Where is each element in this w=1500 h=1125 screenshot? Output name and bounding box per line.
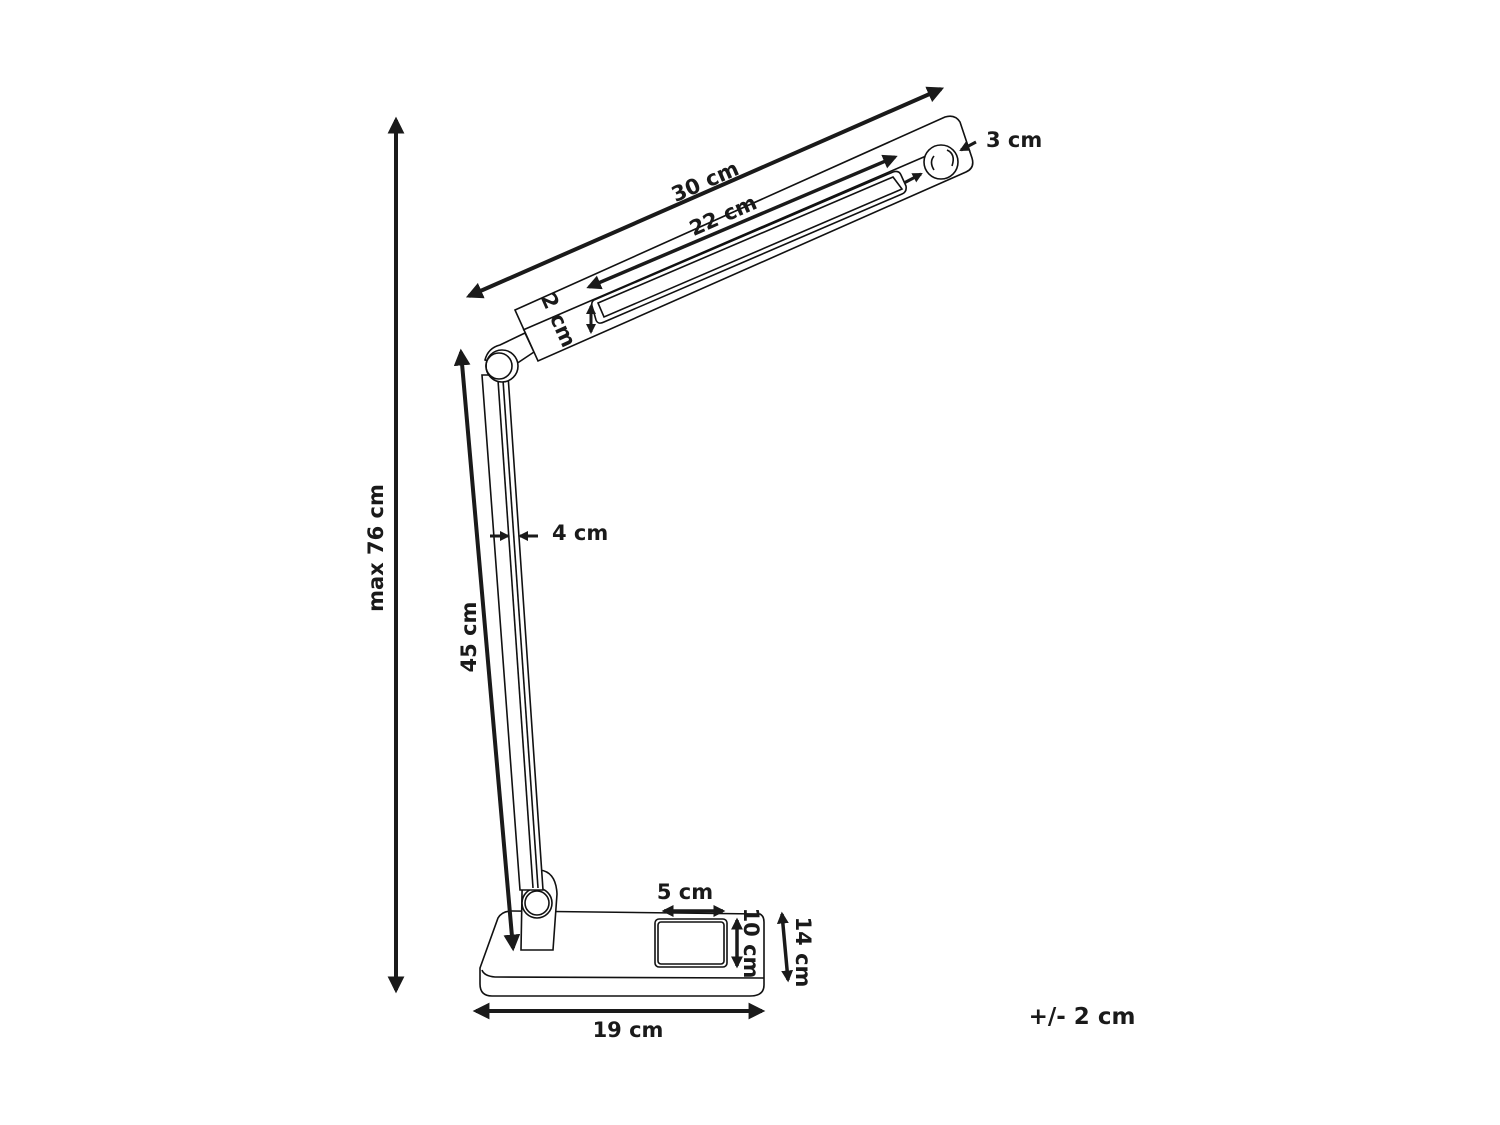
knob-size-label: 3 cm	[986, 128, 1042, 152]
base-depth-dimension: 14 cm	[776, 911, 815, 988]
upper-hinge	[485, 349, 519, 383]
lamp-arm	[481, 374, 544, 891]
total-height-dimension: max 76 cm	[364, 116, 405, 994]
pad-width-label: 5 cm	[657, 880, 713, 904]
knob-size-dimension: 3 cm	[903, 128, 1042, 185]
charging-pad	[654, 918, 728, 968]
pad-width-dimension: 5 cm	[657, 880, 726, 917]
arm-length-label: 45 cm	[457, 602, 481, 673]
arm-length-dimension: 45 cm	[453, 348, 521, 952]
total-height-label: max 76 cm	[364, 484, 388, 612]
arm-width-label: 4 cm	[552, 521, 608, 545]
base-length-dimension: 19 cm	[472, 1002, 766, 1042]
base-depth-label: 14 cm	[791, 917, 815, 988]
lamp-head	[513, 115, 974, 363]
pad-depth-dimension: 10 cm	[731, 908, 763, 979]
tolerance-label: +/- 2 cm	[1029, 1004, 1136, 1030]
pad-depth-label: 10 cm	[739, 908, 763, 979]
base-length-label: 19 cm	[593, 1018, 664, 1042]
